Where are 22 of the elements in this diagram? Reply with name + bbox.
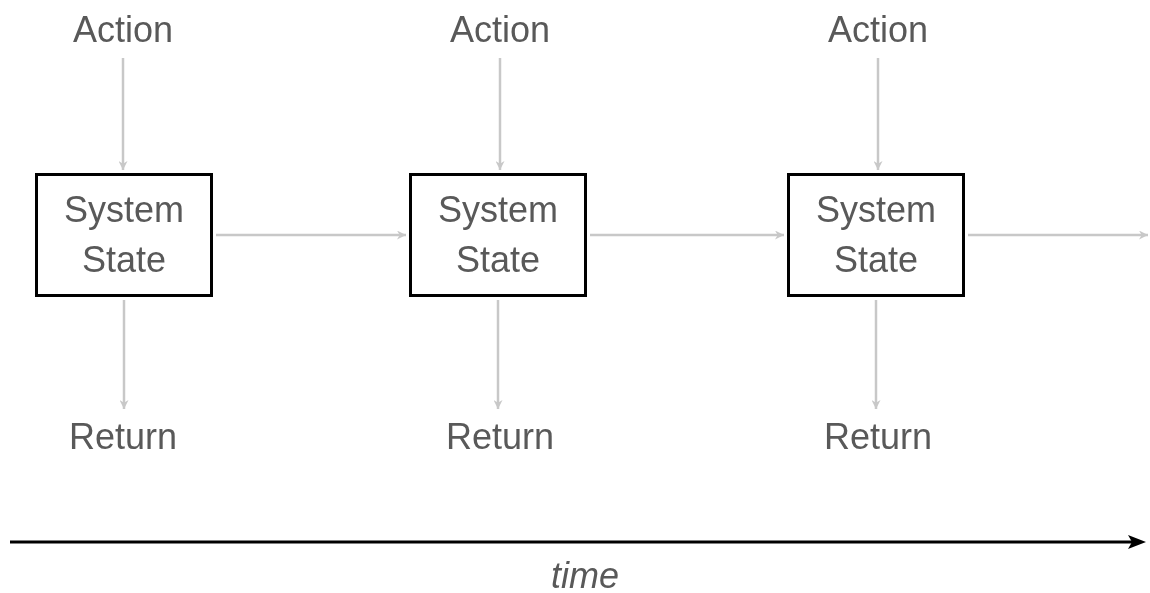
node-label: Return bbox=[43, 412, 203, 462]
arrow bbox=[968, 230, 1148, 240]
state-label: System State bbox=[815, 187, 937, 282]
arrow bbox=[216, 230, 406, 240]
state-label: System State bbox=[437, 187, 559, 282]
state-box bbox=[787, 173, 965, 297]
state-label: System State bbox=[63, 187, 185, 282]
node-label: Action bbox=[430, 5, 570, 55]
arrow bbox=[495, 58, 505, 170]
arrow bbox=[590, 230, 784, 240]
node-label: Return bbox=[420, 412, 580, 462]
node-label: Action bbox=[53, 5, 193, 55]
arrow bbox=[119, 300, 129, 409]
node-label: Return bbox=[798, 412, 958, 462]
arrow bbox=[493, 300, 503, 409]
node-label: Action bbox=[808, 5, 948, 55]
axis-label: time bbox=[550, 555, 620, 593]
arrow bbox=[871, 300, 881, 409]
state-box bbox=[409, 173, 587, 297]
arrow bbox=[873, 58, 883, 170]
arrow bbox=[118, 58, 128, 170]
state-box bbox=[35, 173, 213, 297]
